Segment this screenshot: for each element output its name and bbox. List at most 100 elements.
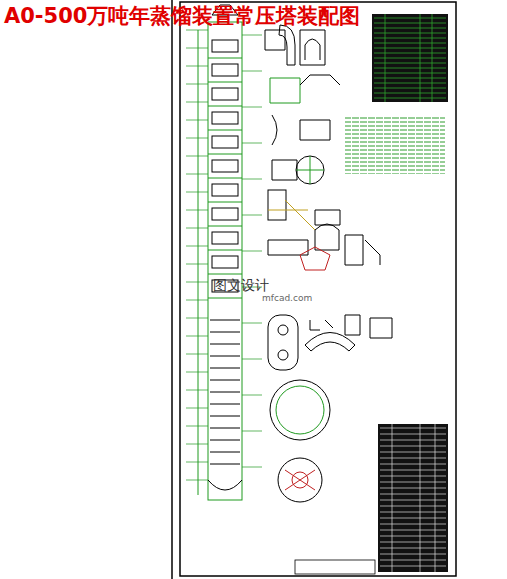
drawing-stroke	[186, 84, 208, 85]
drawing-stroke	[210, 332, 240, 333]
drawing-stroke	[210, 392, 240, 393]
drawing-stroke	[186, 66, 208, 67]
tray	[212, 112, 238, 124]
drawing-stroke	[380, 500, 446, 501]
drawing-stroke	[208, 154, 242, 155]
drawing-stroke	[210, 380, 240, 381]
drawing-stroke	[380, 524, 446, 525]
drawing-title: A0-500万吨年蒸馏装置常压塔装配图	[4, 2, 360, 30]
drawing-stroke	[242, 143, 262, 144]
drawing-stroke	[186, 210, 208, 211]
drawing-stroke	[186, 462, 208, 463]
drawing-stroke	[186, 30, 208, 31]
drawing-stroke	[208, 274, 242, 275]
tray	[212, 88, 238, 100]
drawing-stroke	[186, 408, 208, 409]
drawing-stroke	[380, 470, 446, 471]
drawing-stroke	[380, 464, 446, 465]
tray	[212, 232, 238, 244]
drawing-stroke	[380, 476, 446, 477]
drawing-stroke	[242, 179, 262, 180]
drawing-stroke	[210, 464, 240, 465]
drawing-stroke	[420, 14, 421, 102]
drawing-stroke	[186, 444, 208, 445]
drawing-stroke	[380, 536, 446, 537]
drawing-stroke	[208, 298, 242, 299]
tray	[212, 184, 238, 196]
drawing-stroke	[186, 426, 208, 427]
drawing-stroke	[210, 404, 240, 405]
drawing-stroke	[186, 156, 208, 157]
drawing-stroke	[208, 106, 242, 107]
drawing-stroke	[186, 174, 208, 175]
drawing-stroke	[242, 215, 262, 216]
tray	[212, 64, 238, 76]
drawing-stroke	[242, 107, 262, 108]
drawing-stroke	[242, 431, 262, 432]
drawing-stroke	[208, 130, 242, 131]
tray	[212, 40, 238, 52]
drawing-stroke	[186, 336, 208, 337]
drawing-stroke	[380, 458, 446, 459]
drawing-stroke	[186, 372, 208, 373]
drawing-stroke	[380, 512, 446, 513]
drawing-stroke	[380, 518, 446, 519]
drawing-stroke	[380, 452, 446, 453]
drawing-stroke	[186, 282, 208, 283]
drawing-stroke	[208, 250, 242, 251]
drawing-stroke	[186, 246, 208, 247]
drawing-stroke	[186, 354, 208, 355]
drawing-stroke	[380, 560, 446, 561]
drawing-stroke	[392, 424, 393, 572]
tray	[212, 256, 238, 268]
watermark: 图文设计	[213, 277, 269, 295]
drawing-stroke	[380, 506, 446, 507]
drawing-stroke	[380, 482, 446, 483]
drawing-stroke	[210, 368, 240, 369]
tray	[212, 136, 238, 148]
drawing-stroke	[380, 542, 446, 543]
drawing-stroke	[435, 424, 436, 572]
drawing-stroke	[210, 356, 240, 357]
drawing-stroke	[186, 300, 208, 301]
drawing-stroke	[242, 395, 262, 396]
drawing-stroke	[210, 428, 240, 429]
drawing-stroke	[380, 434, 446, 435]
drawing-stroke	[208, 226, 242, 227]
tray	[212, 160, 238, 172]
drawing-stroke	[242, 71, 262, 72]
drawing-stroke	[186, 48, 208, 49]
drawing-stroke	[186, 138, 208, 139]
drawing-stroke	[208, 58, 242, 59]
drawing-stroke	[380, 554, 446, 555]
drawing-stroke	[380, 548, 446, 549]
watermark: mfcad.com	[262, 293, 312, 303]
drawing-stroke	[380, 494, 446, 495]
drawing-stroke	[380, 530, 446, 531]
drawing-stroke	[385, 14, 386, 102]
drawing-stroke	[186, 390, 208, 391]
drawing-stroke	[186, 318, 208, 319]
drawing-stroke	[186, 480, 208, 481]
drawing-stroke	[380, 446, 446, 447]
drawing-stroke	[210, 416, 240, 417]
drawing-stroke	[432, 14, 433, 102]
drawing-stroke	[242, 323, 262, 324]
drawing-stroke	[186, 120, 208, 121]
drawing-stroke	[380, 428, 446, 429]
drawing-stroke	[242, 251, 262, 252]
drawing-stroke	[380, 440, 446, 441]
drawing-stroke	[186, 192, 208, 193]
drawing-stroke	[380, 488, 446, 489]
drawing-stroke	[242, 359, 262, 360]
drawing-stroke	[210, 452, 240, 453]
drawing-stroke	[380, 566, 446, 567]
drawing-stroke	[208, 202, 242, 203]
drawing-stroke	[210, 440, 240, 441]
tray	[212, 208, 238, 220]
drawing-stroke	[210, 344, 240, 345]
drawing-stroke	[242, 467, 262, 468]
drawing-stroke	[186, 228, 208, 229]
drawing-stroke	[208, 82, 242, 83]
drawing-stroke	[208, 178, 242, 179]
